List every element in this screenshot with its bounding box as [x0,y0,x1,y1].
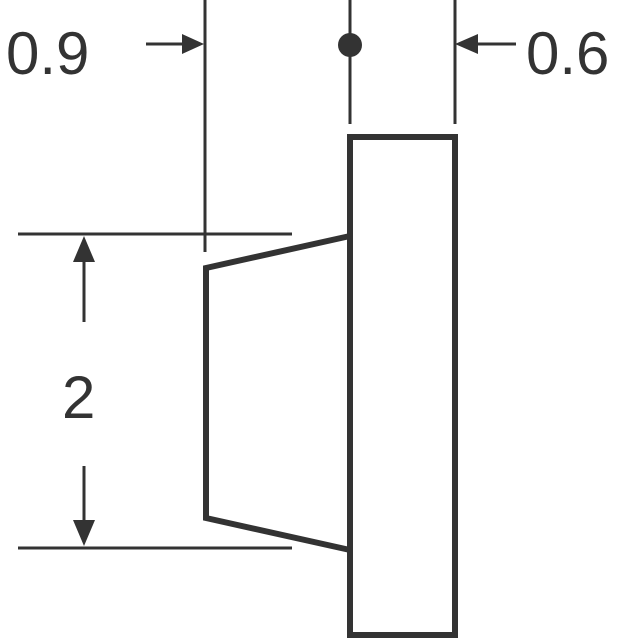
dimension-label-right-width: 0.6 [526,20,609,87]
arrowhead-right-width [455,34,478,54]
arrowhead-left-width [182,34,204,54]
dimension-label-height: 2 [62,364,95,431]
trapezoid-lead [203,233,351,553]
dimension-label-left-width: 0.9 [6,20,89,87]
body-rectangle [347,134,458,638]
center-dot [338,33,362,57]
arrowhead-height-top [73,236,95,262]
arrowhead-height-bottom [73,520,95,546]
